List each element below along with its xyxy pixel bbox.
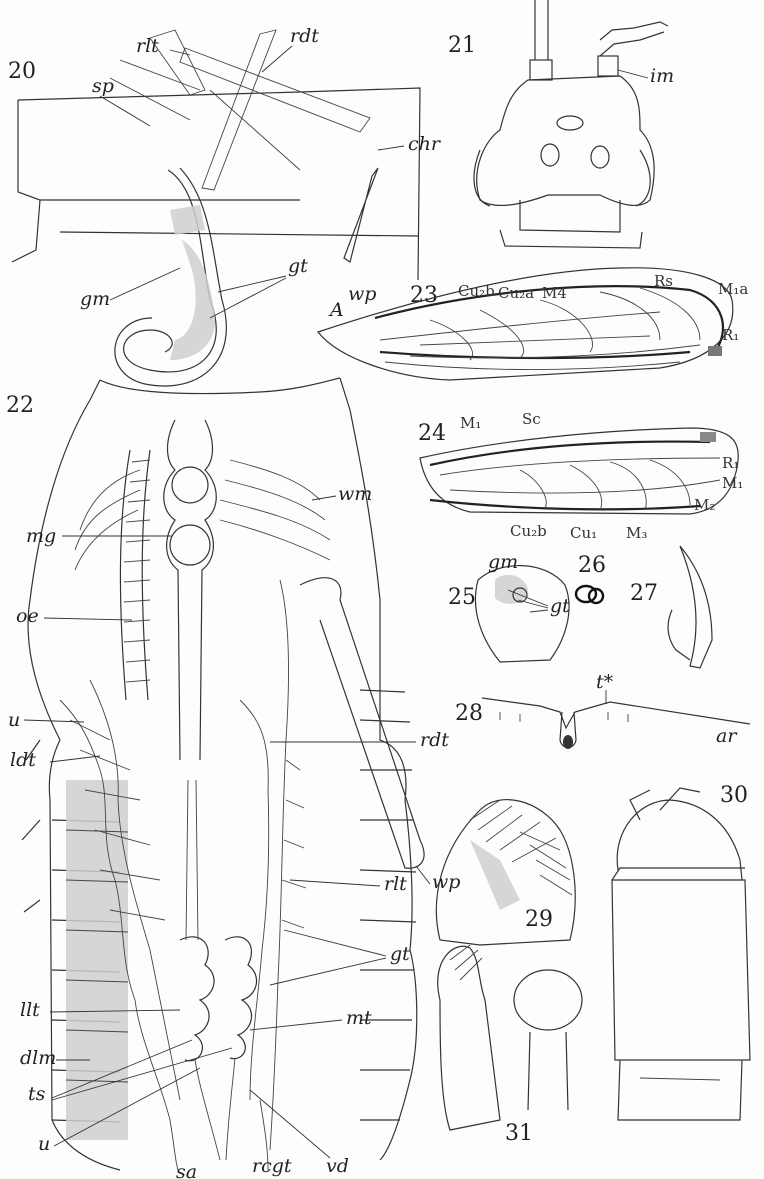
figure-30-number: 30 <box>720 783 748 808</box>
f22-label-ts: ts <box>28 1083 46 1105</box>
f23-label-cu2a: Cu₂a <box>498 284 534 302</box>
f23-label-A: A <box>328 299 344 321</box>
f22-label-rcgt: rcgt <box>252 1155 292 1177</box>
f20-label-gt: gt <box>288 255 308 277</box>
f24-label-m2: M₂ <box>694 496 715 514</box>
figure-31: 31 <box>438 945 582 1146</box>
f28-label-t: t* <box>596 671 614 693</box>
f25-label-gm: gm <box>488 551 518 573</box>
f23-label-r1: R₁ <box>722 326 739 344</box>
f25-label-gt: gt <box>550 595 570 617</box>
figure-23: 23 A wp Cu₂b Cu₂a M4 Rs M₁a R₁ <box>318 268 748 380</box>
figure-30: 30 <box>612 783 750 1120</box>
f24-label-sc: Sc <box>522 410 541 428</box>
figure-21-number: 21 <box>448 33 476 58</box>
figure-25: 25 gm gt <box>448 551 570 662</box>
f20-label-rlt: rlt <box>136 35 159 57</box>
f23-label-m4: M4 <box>542 284 567 302</box>
f24-label-m3: M₃ <box>626 524 647 542</box>
f22-label-sa: sa <box>176 1161 197 1179</box>
f22-label-rdt: rdt <box>420 729 449 751</box>
figure-31-number: 31 <box>505 1121 533 1146</box>
f20-label-gm: gm <box>80 288 110 310</box>
figure-21: 21 im <box>448 0 674 248</box>
f22-label-mg: mg <box>26 525 56 547</box>
f28-label-ar: ar <box>716 725 738 747</box>
f22-label-mt: mt <box>346 1007 372 1029</box>
figure-22-number: 22 <box>6 393 34 418</box>
f24-label-cu1: Cu₁ <box>570 524 597 542</box>
f20-label-rdt: rdt <box>290 25 319 47</box>
figure-24-number: 24 <box>418 421 446 446</box>
f23-label-cu2b: Cu₂b <box>458 282 495 300</box>
figure-22: 22 <box>6 378 460 1179</box>
figure-25-number: 25 <box>448 585 476 610</box>
f24-label-r1: R₁ <box>722 454 739 472</box>
figure-26: 26 <box>576 553 606 603</box>
f22-label-dlm: dlm <box>20 1047 56 1069</box>
f20-label-chr: chr <box>408 133 442 155</box>
figure-26-number: 26 <box>578 553 606 578</box>
f22-label-wm: wm <box>338 483 372 505</box>
f22-label-u2: u <box>38 1133 50 1155</box>
f22-label-wp: wp <box>432 871 460 893</box>
figure-27-number: 27 <box>630 581 658 606</box>
f22-label-gt: gt <box>390 943 410 965</box>
f22-label-ldt: ldt <box>10 749 36 771</box>
f24-label-m1: M₁ <box>460 414 481 432</box>
f20-label-sp: sp <box>92 75 114 97</box>
figure-20-number: 20 <box>8 59 36 84</box>
f22-label-oe: oe <box>16 605 39 627</box>
f23-label-rs: Rs <box>654 272 673 290</box>
f22-label-llt: llt <box>20 999 40 1021</box>
f24-label-m1b: M₁ <box>722 474 743 492</box>
f22-label-vd: vd <box>326 1155 349 1177</box>
figure-29-number: 29 <box>525 907 553 932</box>
f21-label-im: im <box>650 65 674 87</box>
f23-label-wp: wp <box>348 283 376 305</box>
figure-27: 27 <box>630 546 712 668</box>
figure-28-number: 28 <box>455 701 483 726</box>
figure-24: 24 M₁ Sc R₁ M₁ M₂ Cu₂b Cu₁ M₃ <box>418 410 743 542</box>
f22-label-rlt: rlt <box>384 873 407 895</box>
f22-label-u: u <box>8 709 20 731</box>
figure-28: 28 t* ar <box>455 671 750 749</box>
figure-20: 20 rlt rdt sp chr gm gt <box>8 25 442 386</box>
f24-label-cu2b: Cu₂b <box>510 522 547 540</box>
f23-label-m1a: M₁a <box>718 280 748 298</box>
